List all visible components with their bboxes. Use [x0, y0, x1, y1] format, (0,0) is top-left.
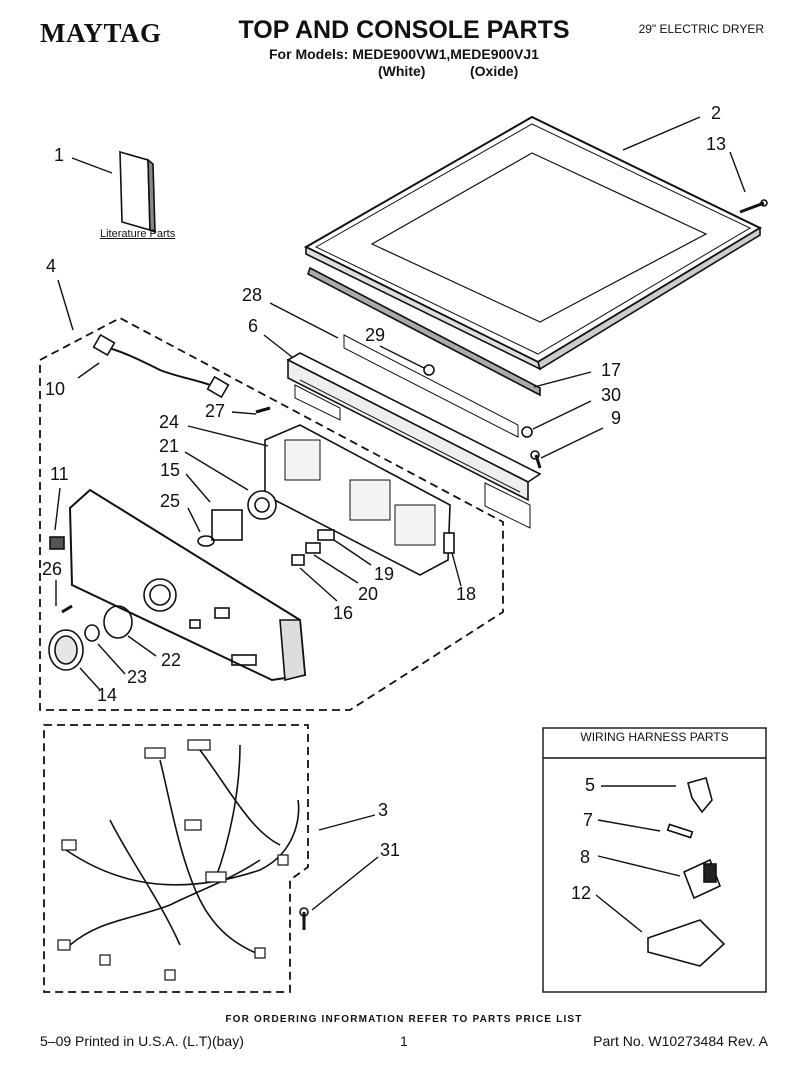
screw-31	[299, 907, 309, 930]
console-frame	[286, 352, 542, 529]
callout-25: 25	[160, 491, 181, 511]
button-16	[291, 554, 305, 566]
bezel-22	[103, 605, 133, 639]
callout-9: 9	[611, 408, 622, 428]
callout-24: 24	[159, 412, 180, 432]
main-harness-wires	[65, 744, 300, 956]
callout-2: 2	[711, 103, 722, 123]
literature-label: Literature Parts	[100, 228, 176, 240]
callout-1: 1	[54, 145, 65, 165]
knob-14	[48, 629, 84, 671]
callout-21: 21	[159, 436, 180, 456]
screw-13	[739, 199, 768, 214]
pad-25	[197, 535, 215, 547]
connector-12	[647, 919, 726, 967]
main-harness-connectors	[57, 739, 289, 981]
callout-4: 4	[46, 256, 57, 276]
callout-12: 12	[571, 883, 592, 903]
callout-7: 7	[583, 810, 594, 830]
screw-29	[423, 364, 435, 376]
callout-17: 17	[601, 360, 622, 380]
button-11	[49, 536, 65, 550]
literature-booklet	[119, 150, 156, 234]
encoder-21	[247, 490, 277, 520]
callout-10: 10	[45, 379, 66, 399]
page-title: TOP AND CONSOLE PARTS	[238, 16, 570, 44]
ring-23	[84, 624, 100, 642]
callout-3: 3	[378, 800, 389, 820]
product-type: 29" ELECTRIC DRYER	[638, 22, 764, 36]
terminal-7	[666, 823, 694, 839]
part-number: Part No. W10273484 Rev. A	[593, 1033, 768, 1049]
button-20	[305, 542, 321, 554]
callout-13: 13	[706, 134, 727, 154]
top-seal-strip	[307, 266, 541, 397]
main-harness-outline	[43, 724, 309, 993]
callout-30: 30	[601, 385, 622, 405]
part-18	[443, 532, 455, 554]
callout-18: 18	[456, 584, 477, 604]
callout-14: 14	[97, 685, 118, 705]
wiring-harness-title: WIRING HARNESS PARTS	[580, 730, 729, 744]
callout-5: 5	[585, 775, 596, 795]
screw-30	[521, 426, 533, 438]
callout-6: 6	[248, 316, 259, 336]
housing-8	[682, 858, 722, 900]
dryer-top-panel	[303, 115, 763, 371]
callout-27: 27	[205, 401, 226, 421]
callout-15: 15	[160, 460, 181, 480]
print-info: 5–09 Printed in U.S.A. (L.T)(bay)	[40, 1033, 244, 1049]
callout-16: 16	[333, 603, 354, 623]
screw-26	[61, 604, 73, 614]
callout-29: 29	[365, 325, 386, 345]
color-oxide: (Oxide)	[470, 63, 519, 79]
console-panel	[68, 488, 307, 682]
control-board	[264, 424, 451, 576]
callout-11: 11	[50, 464, 69, 484]
callout-22: 22	[161, 650, 182, 670]
brand-logo: MAYTAG	[40, 18, 162, 48]
callout-28: 28	[242, 285, 263, 305]
callout-19: 19	[374, 564, 395, 584]
models-line: For Models: MEDE900VW1,MEDE900VJ1	[269, 46, 539, 62]
console-harness	[97, 344, 219, 389]
switch-15	[211, 509, 243, 541]
callout-31: 31	[380, 840, 401, 860]
screw-9	[530, 450, 542, 469]
ordering-note: FOR ORDERING INFORMATION REFER TO PARTS …	[225, 1014, 583, 1025]
wiring-harness-box	[542, 727, 767, 993]
console-group-outline	[39, 316, 504, 711]
color-white: (White)	[378, 63, 426, 79]
callout-23: 23	[127, 667, 148, 687]
callout-20: 20	[358, 584, 379, 604]
clip-5	[687, 777, 713, 814]
screw-27	[255, 406, 271, 414]
callout-8: 8	[580, 847, 591, 867]
leader-lines	[54, 116, 746, 933]
page-number: 1	[400, 1033, 408, 1049]
bracket-28	[343, 334, 519, 438]
callout-26: 26	[42, 559, 63, 579]
button-19	[317, 529, 335, 541]
